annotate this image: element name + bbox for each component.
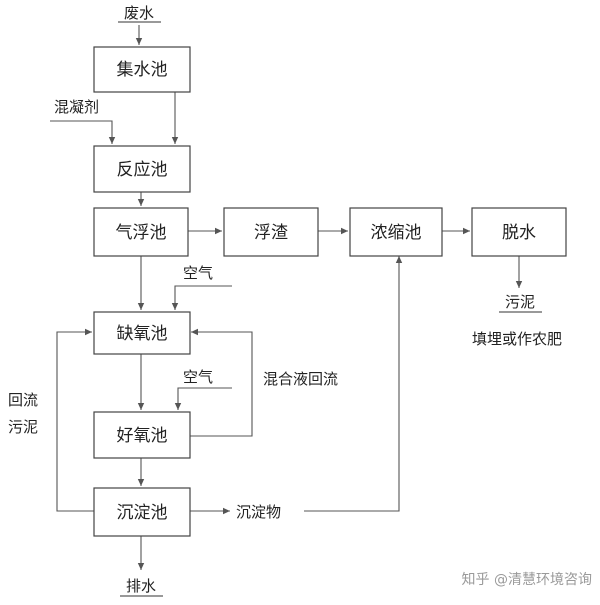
flotation-tank-node: 气浮池 (93, 207, 189, 257)
sedimentation-tank-node: 沉淀池 (93, 487, 191, 537)
air-1-label: 空气 (183, 264, 213, 282)
dewatering-label: 脱水 (502, 223, 536, 243)
scum-label: 浮渣 (254, 223, 288, 243)
collection-tank-node: 集水池 (93, 46, 191, 93)
dewatering-node: 脱水 (471, 207, 567, 257)
coagulant-arrow (50, 120, 116, 144)
air-2-label: 空气 (183, 368, 213, 386)
sediment-label: 沉淀物 (236, 503, 281, 521)
return-sludge-label-line2: 污泥 (8, 418, 38, 436)
return-sludge-label-line1: 回流 (8, 391, 38, 409)
reaction-tank-label: 反应池 (117, 160, 168, 180)
mixed-liquor-return-label: 混合液回流 (263, 370, 338, 388)
wastewater-label: 废水 (124, 4, 154, 22)
reaction-tank-node: 反应池 (93, 145, 191, 193)
thickener-label: 浓缩池 (371, 223, 422, 243)
sludge-use-label: 填埋或作农肥 (472, 330, 562, 348)
aerobic-tank-node: 好氧池 (93, 411, 191, 459)
discharge-label: 排水 (126, 577, 156, 595)
air-1-arrow (171, 285, 232, 310)
flotation-tank-label: 气浮池 (116, 223, 167, 243)
mixed-liquor-return-line (190, 328, 253, 437)
sludge-label: 污泥 (505, 293, 535, 311)
air-2-arrow (174, 387, 232, 410)
thickener-node: 浓缩池 (349, 207, 443, 257)
anoxic-tank-label: 缺氧池 (117, 324, 168, 344)
sedimentation-tank-label: 沉淀池 (117, 503, 168, 523)
anoxic-tank-node: 缺氧池 (93, 311, 191, 355)
scum-node: 浮渣 (223, 207, 319, 257)
aerobic-tank-label: 好氧池 (117, 426, 168, 446)
return-sludge-line (56, 328, 94, 512)
sediment-to-thickener-line (304, 256, 403, 512)
coagulant-label: 混凝剂 (54, 98, 99, 116)
watermark: 知乎 @清慧环境咨询 (462, 571, 592, 588)
collection-tank-label: 集水池 (117, 60, 168, 80)
